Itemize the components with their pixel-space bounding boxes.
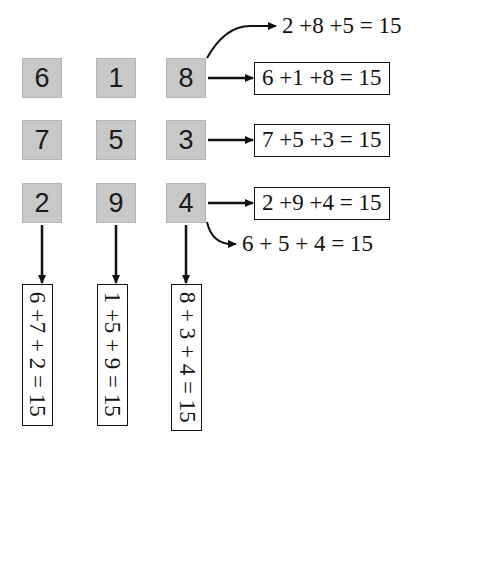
diagonal-arrow	[207, 222, 236, 244]
sum-arrow	[208, 77, 253, 80]
square-cell: 1	[96, 58, 136, 98]
sum-text: 2 +9 +4 = 15	[262, 190, 381, 216]
square-cell: 2	[22, 183, 62, 223]
diagonal-sum: 2 +8 +5 = 15	[280, 13, 403, 39]
cell-number: 1	[108, 63, 123, 94]
sum-text: 7 +5 +3 = 15	[262, 127, 381, 153]
sum-box: 7 +5 +3 = 15	[254, 124, 390, 157]
cell-number: 5	[108, 125, 123, 156]
sum-arrow	[185, 225, 188, 283]
sum-box: 6 +1 +8 = 15	[254, 62, 390, 95]
sum-arrow	[115, 225, 118, 283]
sum-box: 2 +9 +4 = 15	[254, 187, 390, 220]
sum-text: 6 +1 +8 = 15	[262, 65, 381, 91]
sum-text: 6 +7 + 2 = 15	[23, 292, 49, 417]
cell-number: 3	[178, 125, 193, 156]
sum-arrow	[208, 139, 253, 142]
square-cell: 7	[22, 120, 62, 160]
square-cell: 3	[166, 120, 206, 160]
cell-number: 2	[34, 188, 49, 219]
square-cell: 4	[166, 183, 206, 223]
diagonal-sum: 6 + 5 + 4 = 15	[240, 231, 375, 257]
cell-number: 9	[108, 188, 123, 219]
square-cell: 5	[96, 120, 136, 160]
cell-number: 4	[178, 188, 193, 219]
sum-box: 8 + 3 + 4 = 15	[171, 284, 202, 431]
sum-box: 6 +7 + 2 = 15	[22, 284, 53, 426]
sum-text: 1 +5 + 9 = 15	[98, 292, 124, 417]
cell-number: 6	[34, 63, 49, 94]
cell-number: 8	[178, 63, 193, 94]
square-cell: 9	[96, 183, 136, 223]
square-cell: 6	[22, 58, 62, 98]
diagonal-arrow	[207, 26, 276, 58]
sum-box: 1 +5 + 9 = 15	[97, 284, 128, 426]
cell-number: 7	[34, 125, 49, 156]
sum-arrow	[208, 202, 253, 205]
square-cell: 8	[166, 58, 206, 98]
sum-text: 8 + 3 + 4 = 15	[173, 292, 199, 423]
sum-arrow	[41, 225, 44, 283]
